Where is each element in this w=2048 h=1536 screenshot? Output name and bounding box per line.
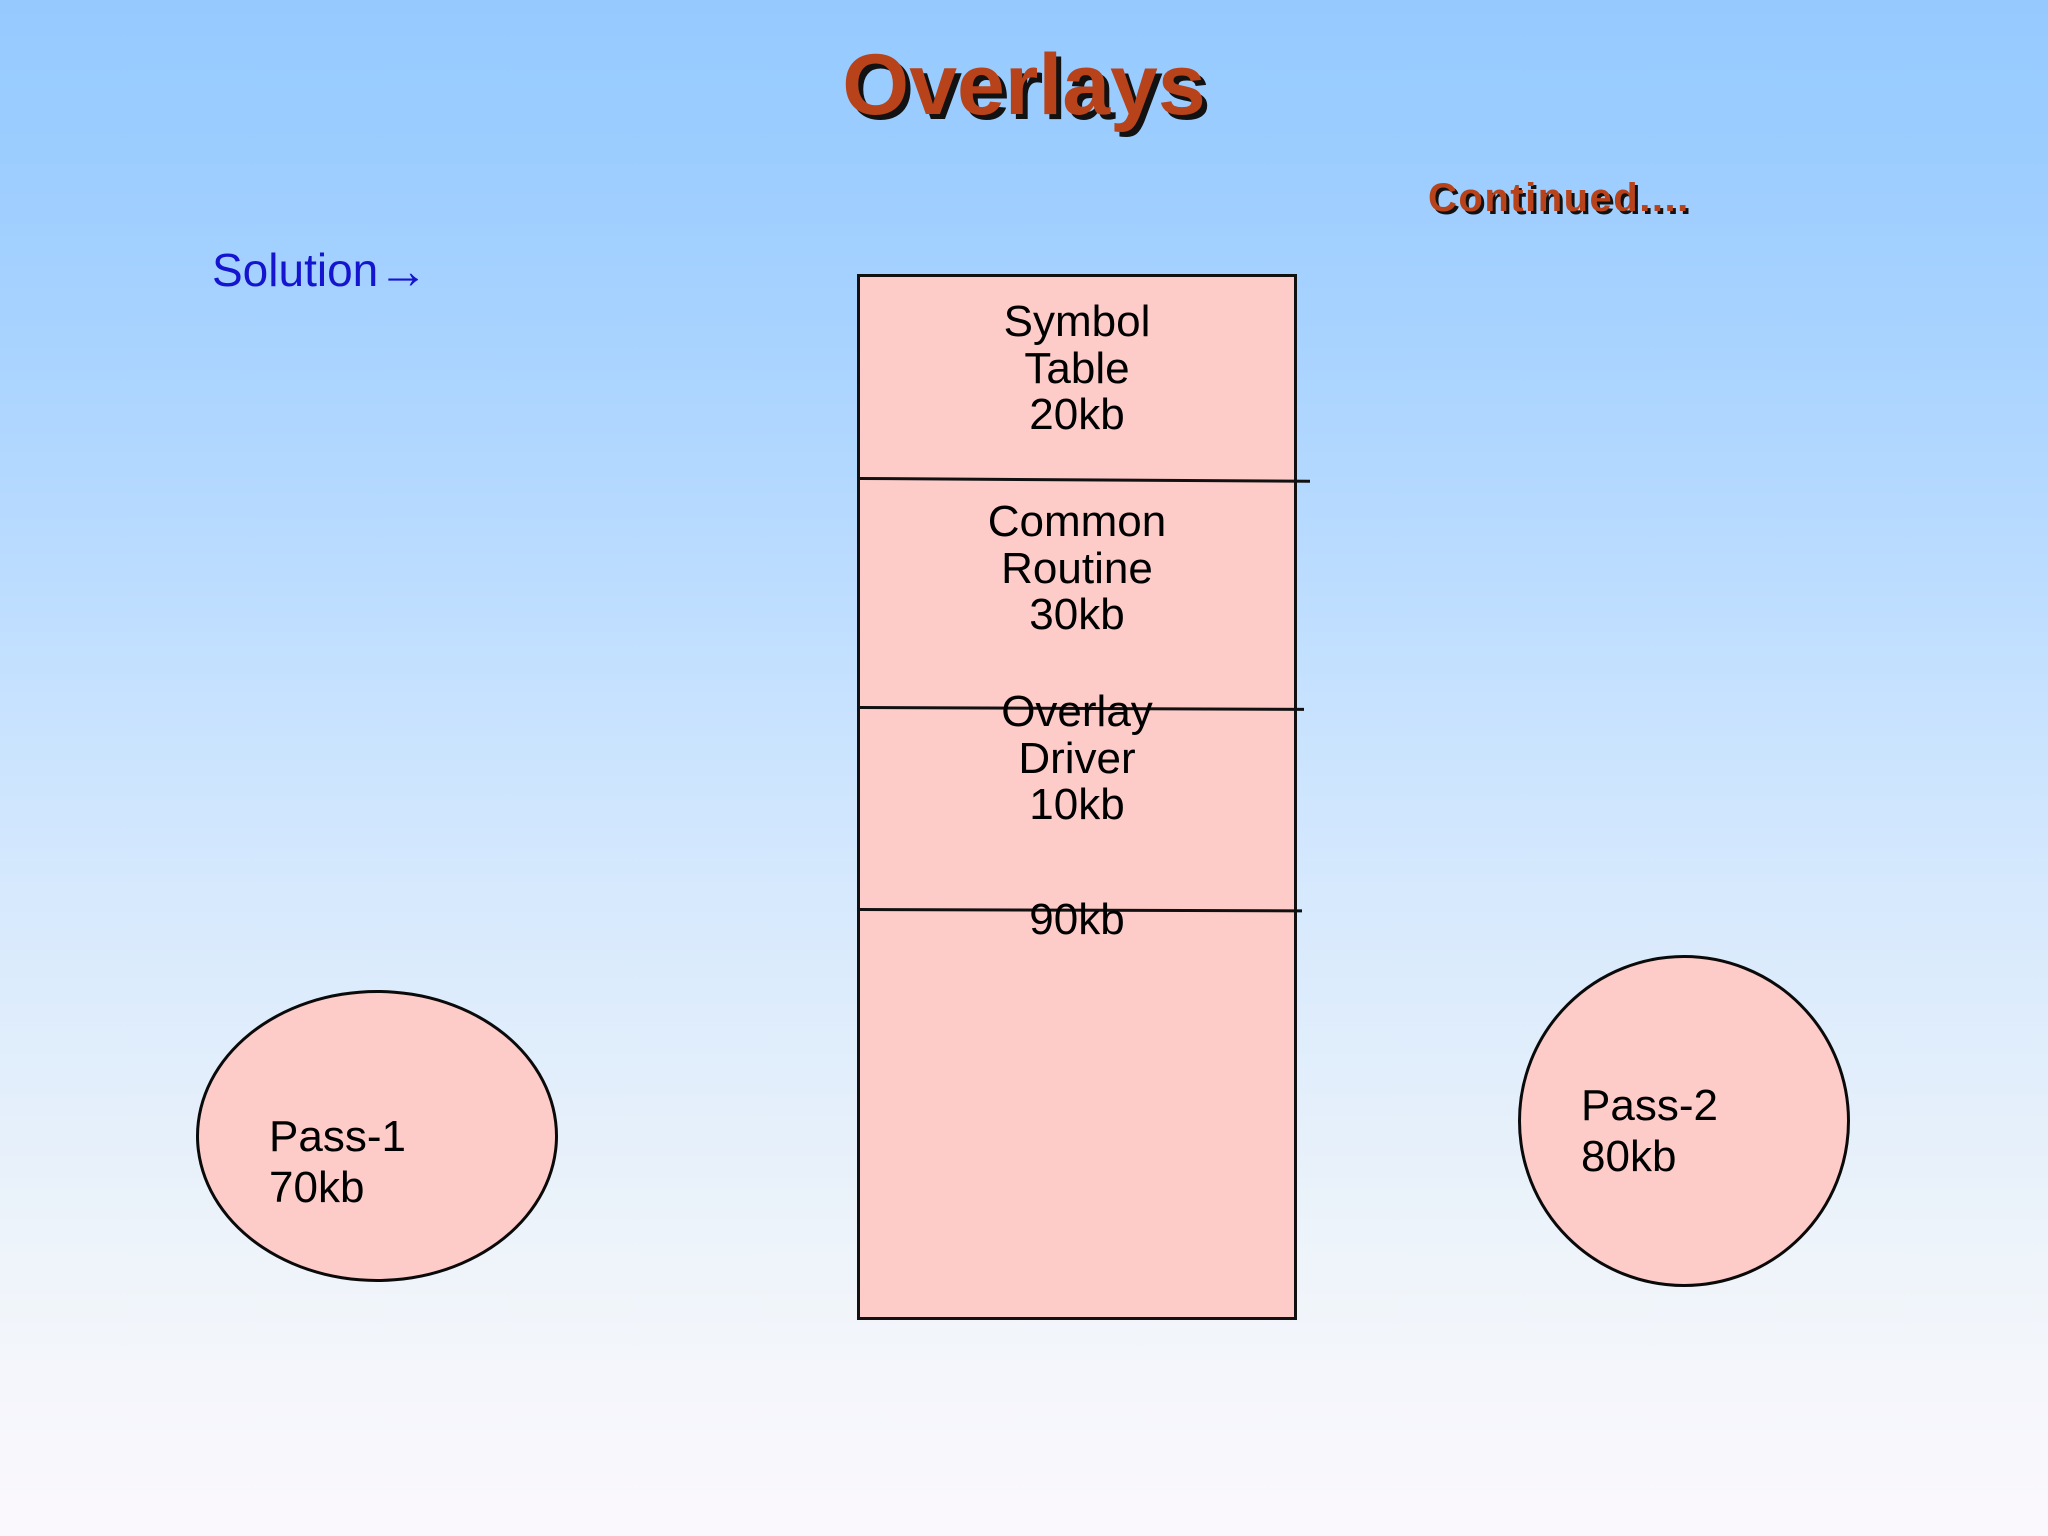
- memory-section-line-2: Table: [1024, 343, 1130, 393]
- solution-label-text: Solution: [212, 244, 379, 296]
- memory-section-line-2: Driver: [1018, 733, 1136, 783]
- right-arrow-icon: →: [378, 243, 429, 299]
- memory-divider: [859, 477, 1311, 483]
- memory-section-line-1: Symbol: [1003, 297, 1151, 346]
- memory-section-free-space: 90kb: [860, 895, 1294, 967]
- pass-label: Pass-2: [1581, 1081, 1718, 1130]
- memory-section-overlay-driver: Overlay Driver 10kb: [860, 687, 1294, 869]
- memory-section-size: 90kb: [1029, 895, 1125, 944]
- memory-section-size: 20kb: [1029, 390, 1125, 440]
- continued-label: Continued....: [1428, 176, 1690, 220]
- pass-size: 80kb: [1581, 1132, 1677, 1182]
- solution-label: Solution→: [212, 243, 428, 297]
- memory-section-size: 30kb: [1029, 590, 1125, 640]
- memory-block-diagram: Symbol Table 20kb Common Routine 30kb Ov…: [857, 274, 1311, 1320]
- memory-section-line-2: Routine: [1001, 543, 1153, 593]
- pass-2-ellipse: Pass-2 80kb: [1518, 955, 1850, 1287]
- pass-size: 70kb: [269, 1163, 365, 1213]
- memory-section-common-routine: Common Routine 30kb: [860, 497, 1294, 679]
- memory-section-line-1: Common: [987, 497, 1167, 546]
- page-title: Overlays: [842, 37, 1206, 133]
- memory-section-line-1: Overlay: [1001, 687, 1153, 736]
- memory-section-size: 10kb: [1029, 780, 1125, 830]
- pass-2-text: Pass-2 80kb: [1581, 1080, 1718, 1182]
- pass-1-ellipse: Pass-1 70kb: [196, 990, 558, 1282]
- memory-section-symbol-table: Symbol Table 20kb: [860, 297, 1294, 474]
- pass-1-text: Pass-1 70kb: [269, 1111, 406, 1213]
- pass-label: Pass-1: [269, 1112, 406, 1161]
